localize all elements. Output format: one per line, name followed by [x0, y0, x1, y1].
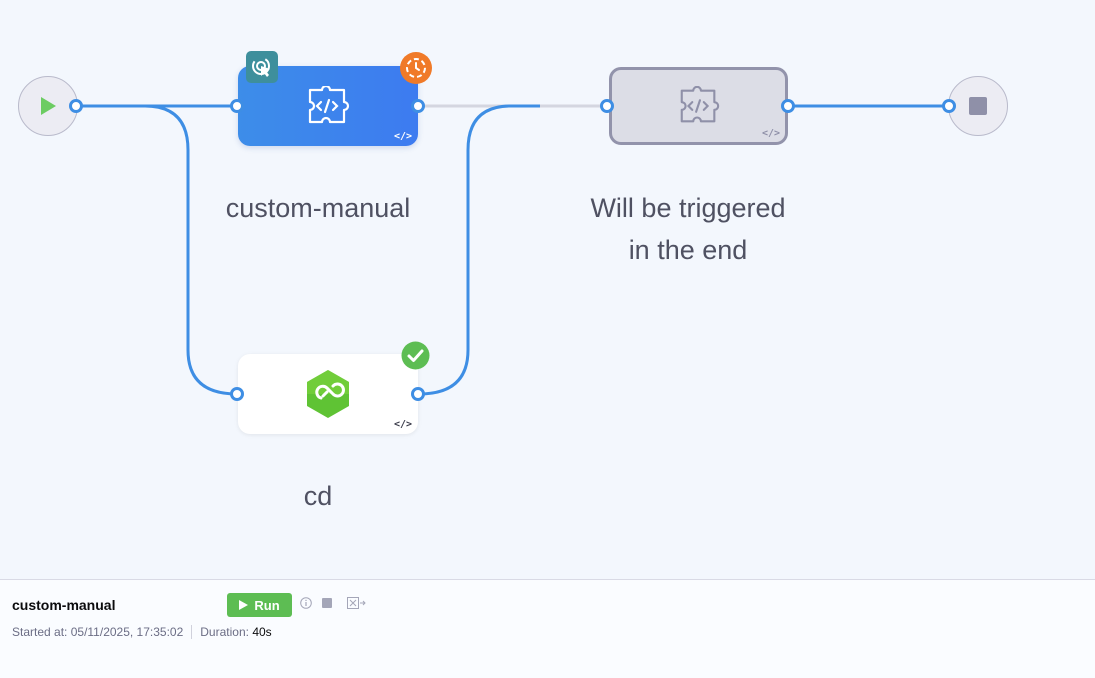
cd-input-port — [230, 387, 244, 401]
stage-label-custom-manual: custom-manual — [225, 193, 411, 223]
wire-cd-to-final — [418, 104, 540, 396]
run-button-label: Run — [254, 597, 280, 613]
stage-label-cd: cd — [303, 481, 333, 511]
stop-icon — [969, 97, 987, 115]
stop-icon[interactable] — [322, 598, 332, 608]
cd-infinity-icon — [307, 370, 349, 418]
custom-manual-input-port — [230, 99, 244, 113]
stage-cd[interactable]: </> — [238, 354, 418, 434]
stage-label-final-line-2: in the end — [628, 235, 748, 265]
custom-manual-output-port — [411, 99, 425, 113]
wire-start-to-cd — [144, 104, 238, 396]
code-puzzle-icon — [680, 86, 719, 123]
start-output-port — [69, 99, 83, 113]
stage-label-final: Will be triggered in the end — [548, 187, 828, 271]
run-button[interactable]: Run — [227, 593, 292, 617]
running-status-badge — [400, 52, 432, 84]
started-at-label: Started at: — [12, 625, 68, 639]
pipeline-name: custom-manual — [12, 597, 116, 613]
pipeline-start-node[interactable] — [18, 76, 78, 136]
cd-output-port — [411, 387, 425, 401]
duration-value: 40s — [252, 625, 272, 639]
pipeline-canvas: </> </> — [18, 51, 1008, 511]
check-circle-icon — [401, 341, 430, 370]
final-stage-input-port — [600, 99, 614, 113]
stage-label-final-line-1: Will be triggered — [590, 193, 786, 223]
yaml-view-icon[interactable]: </> — [761, 128, 780, 139]
clock-running-icon — [400, 52, 432, 84]
pipeline-connections — [77, 104, 950, 396]
final-stage-output-port — [781, 99, 795, 113]
meta-divider — [191, 625, 193, 639]
yaml-view-icon[interactable]: </> — [393, 419, 412, 430]
manual-trigger-badge — [246, 51, 278, 83]
success-status-badge — [401, 341, 430, 370]
started-at-value: 05/11/2025, 17:35:02 — [70, 625, 184, 639]
execution-meta: Started at: 05/11/2025, 17:35:02 Duratio… — [12, 625, 272, 639]
code-puzzle-icon — [308, 86, 350, 124]
play-icon — [41, 97, 56, 115]
end-input-port — [942, 99, 956, 113]
info-icon[interactable] — [300, 597, 312, 609]
execution-footer: custom-manual Run Started at: 05/11/2025… — [0, 579, 1095, 678]
yaml-view-icon[interactable]: </> — [393, 131, 412, 142]
duration-label: Duration: — [200, 625, 249, 639]
pipeline-end-node[interactable] — [948, 76, 1008, 136]
stage-will-be-triggered-in-the-end[interactable]: </> — [609, 67, 788, 145]
abort-icon[interactable] — [347, 597, 367, 609]
play-icon — [239, 600, 249, 610]
cursor-click-icon — [246, 51, 278, 83]
